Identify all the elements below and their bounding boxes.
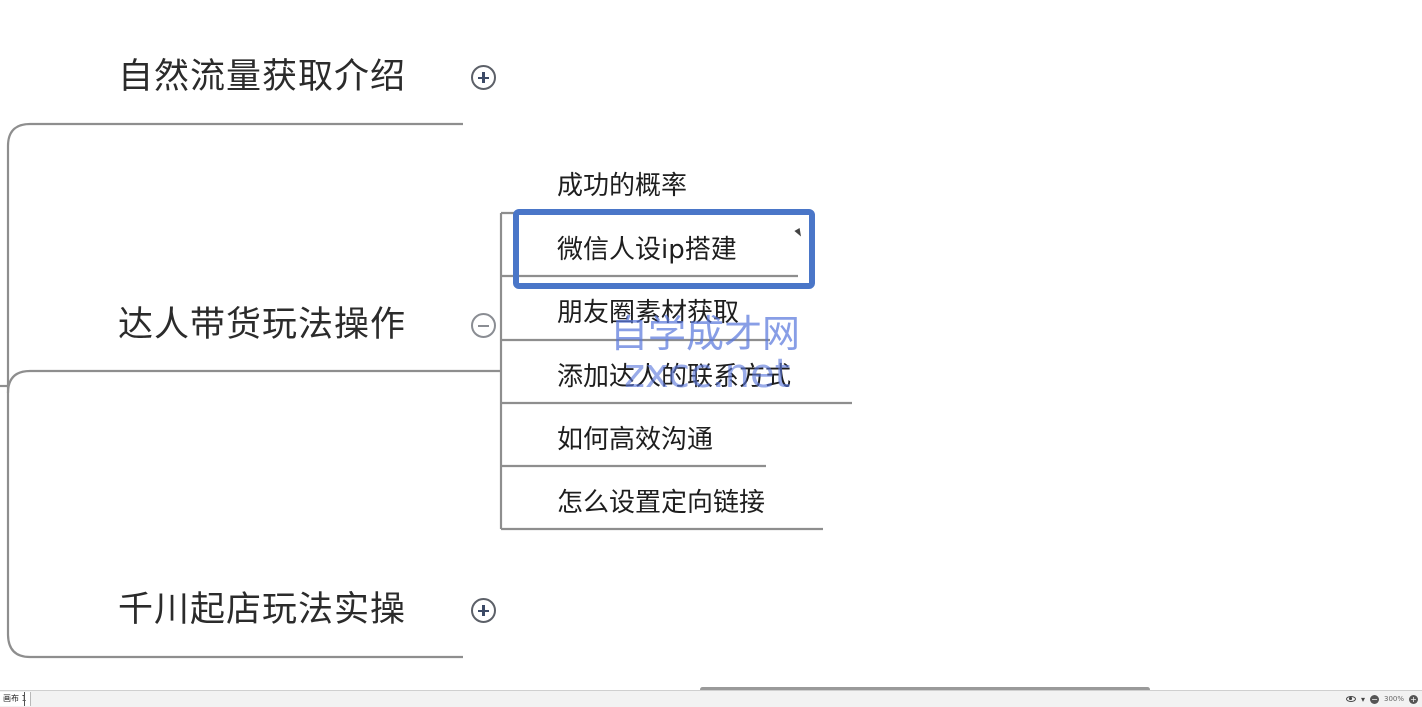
topic-influencer-sales[interactable]: 达人带货玩法操作 <box>118 305 407 345</box>
subtopic-efficient-communication[interactable]: 如何高效沟通 <box>557 425 714 455</box>
subtopic-moments-material[interactable]: 朋友圈素材获取 <box>557 298 740 328</box>
zoom-controls: ▾ − 300% + <box>1345 692 1418 706</box>
trunk-lower <box>6 386 463 659</box>
expand-toggle-qianchuan-store[interactable] <box>471 598 496 623</box>
status-bar: 画布 1 ▾ − 300% + <box>0 690 1422 707</box>
trunk-upper <box>6 122 463 386</box>
subtopic-success-rate[interactable]: 成功的概率 <box>557 171 688 201</box>
sheet-tab[interactable]: 画布 1 <box>0 692 31 706</box>
zoom-out-button[interactable]: − <box>1369 694 1379 704</box>
horizontal-scrollbar[interactable] <box>700 687 1150 692</box>
middle-branch <box>6 369 500 394</box>
collapse-toggle-influencer-sales[interactable] <box>471 313 496 338</box>
minus-icon <box>478 324 489 327</box>
branch-lines <box>0 122 852 659</box>
subtopic-directed-link[interactable]: 怎么设置定向链接 <box>557 488 766 518</box>
expand-toggle-natural-traffic[interactable] <box>471 65 496 90</box>
subtopic-add-contact[interactable]: 添加达人的联系方式 <box>557 362 792 392</box>
plus-icon-vertical <box>482 605 485 616</box>
tab-divider <box>24 692 25 706</box>
topic-qianchuan-store[interactable]: 千川起店玩法实操 <box>118 590 407 630</box>
zoom-level: 300% <box>1383 695 1404 703</box>
zoom-in-button[interactable]: + <box>1409 694 1418 704</box>
chevron-down-icon[interactable]: ▾ <box>1360 694 1365 704</box>
subtopic-wechat-persona[interactable]: 微信人设ip搭建 <box>557 235 737 265</box>
mindmap-canvas[interactable]: 自然流量获取介绍 达人带货玩法操作 千川起店玩法实操 成功的概率 微信人设ip搭… <box>0 0 1422 692</box>
plus-icon-vertical <box>482 72 485 83</box>
topic-natural-traffic[interactable]: 自然流量获取介绍 <box>118 57 407 97</box>
eye-icon[interactable] <box>1345 696 1356 702</box>
selection-frame <box>513 209 815 289</box>
